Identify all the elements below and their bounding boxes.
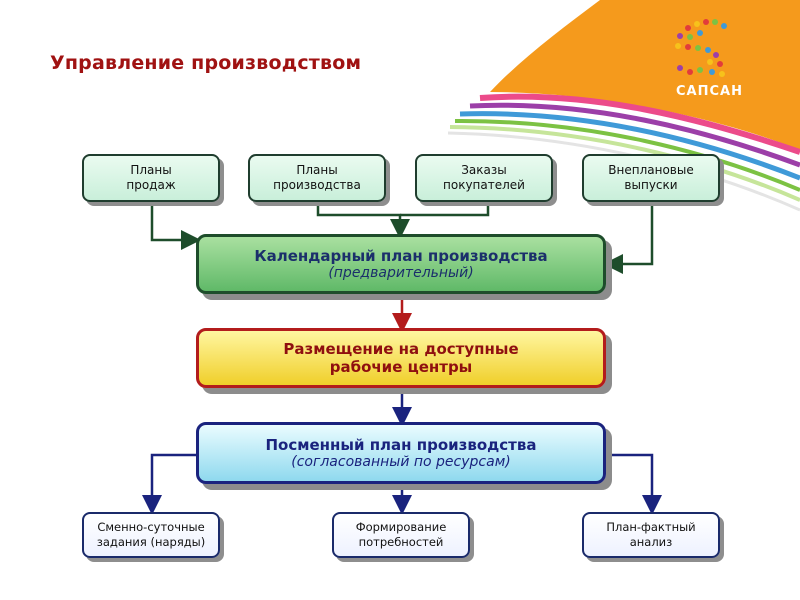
shift-plan-subtitle: (согласованный по ресурсам) — [291, 454, 511, 470]
box-production-plans-line2: производства — [273, 178, 361, 192]
box-plan-fact-analysis-line2: анализ — [629, 535, 673, 549]
box-production-plans: Планы производства — [248, 154, 386, 202]
arrow-unplanned-to-calendar — [603, 204, 654, 274]
box-shift-assignments-line1: Сменно-суточные — [97, 520, 205, 534]
box-calendar-plan: Календарный план производства (предварит… — [196, 234, 606, 294]
box-needs-formation-line2: потребностей — [358, 535, 444, 549]
box-placement: Размещение на доступные рабочие центры — [196, 328, 606, 388]
box-sales-plans: Планы продаж — [82, 154, 220, 202]
slide-title: Управление производством — [50, 52, 362, 74]
arrow-shift-to-analysis — [606, 453, 662, 515]
box-shift-assignments-line2: задания (наряды) — [96, 535, 206, 549]
box-sales-plans-line2: продаж — [126, 178, 176, 192]
box-shift-plan: Посменный план производства (согласованн… — [196, 422, 606, 484]
arrow-orders-to-calendar — [400, 204, 490, 217]
placement-line1: Размещение на доступные — [283, 340, 519, 358]
box-plan-fact-analysis: План-фактный анализ — [582, 512, 720, 558]
arrow-production-to-calendar — [316, 204, 410, 239]
calendar-plan-title: Календарный план производства — [254, 247, 548, 265]
box-needs-formation: Формирование потребностей — [332, 512, 470, 558]
box-unplanned-releases-line1: Внеплановые — [608, 163, 694, 177]
box-sales-plans-line1: Планы — [130, 163, 172, 177]
calendar-plan-subtitle: (предварительный) — [328, 265, 474, 281]
shift-plan-title: Посменный план производства — [265, 436, 537, 454]
box-needs-formation-line1: Формирование — [355, 520, 447, 534]
box-unplanned-releases: Внеплановые выпуски — [582, 154, 720, 202]
box-shift-assignments: Сменно-суточные задания (наряды) — [82, 512, 220, 558]
box-unplanned-releases-line2: выпуски — [624, 178, 678, 192]
box-customer-orders-line1: Заказы — [461, 163, 507, 177]
logo-text: САПСАН — [676, 84, 743, 99]
arrow-shift-to-assignments — [142, 453, 198, 515]
box-production-plans-line1: Планы — [296, 163, 338, 177]
box-customer-orders-line2: покупателей — [443, 178, 525, 192]
placement-line2: рабочие центры — [329, 358, 473, 376]
box-plan-fact-analysis-line1: План-фактный — [606, 520, 696, 534]
arrow-sales-to-calendar — [150, 204, 201, 250]
box-customer-orders: Заказы покупателей — [415, 154, 553, 202]
logo-mark-icon — [675, 19, 727, 77]
